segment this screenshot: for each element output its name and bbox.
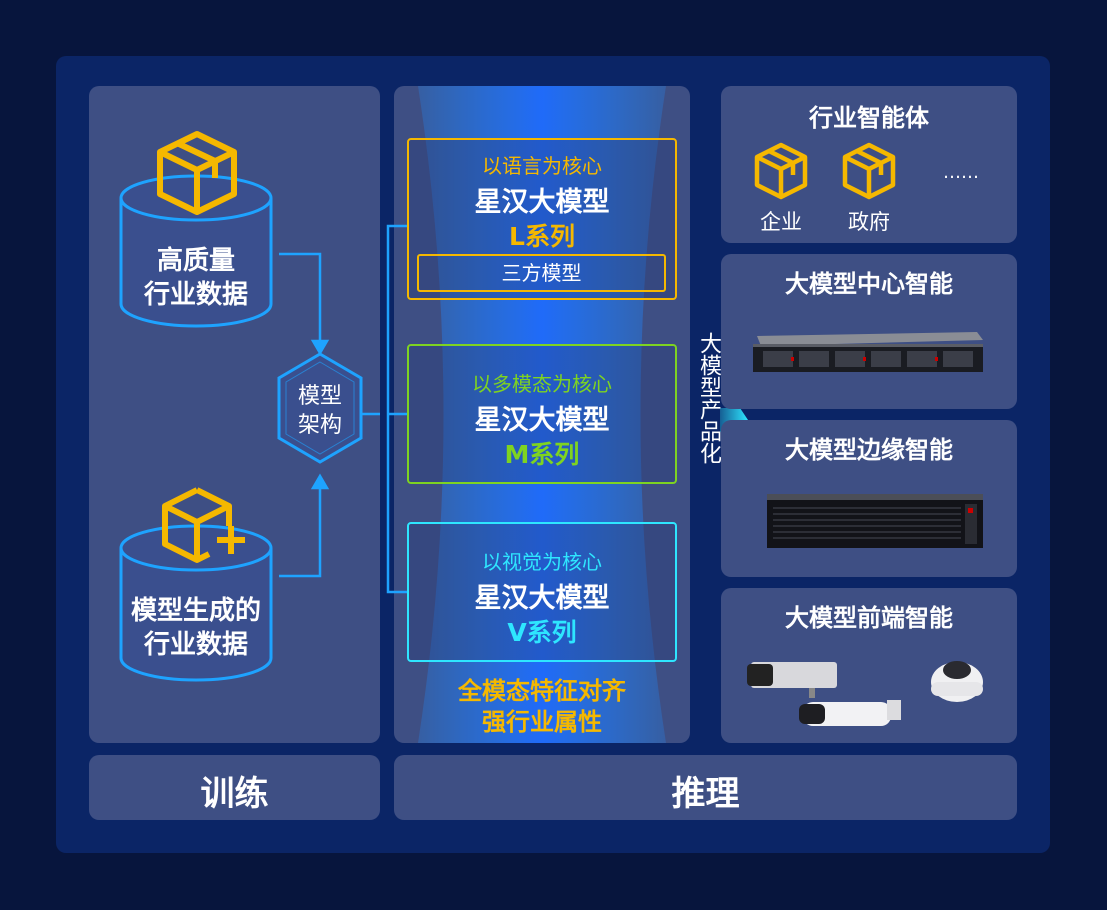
front-intelligence-title: 大模型前端智能 [785, 604, 953, 632]
agent-enterprise-label: 企业 [760, 210, 802, 234]
architecture-hexagon-icon [277, 352, 363, 464]
box-plus-icon [162, 487, 245, 563]
model-features-label: 全模态特征对齐 强行业属性 [458, 677, 626, 736]
edge-intelligence-panel: 大模型边缘智能 [721, 420, 1017, 577]
model-card-m: 以多模态为核心 星汉大模型 M系列 [407, 344, 677, 484]
cameras-icon [747, 661, 983, 726]
agents-more-label: …… [943, 162, 979, 183]
training-footer-label: 训练 [200, 774, 269, 814]
agents-panel: 行业智能体 企业 政府 …… [721, 86, 1017, 243]
funnel-glow [418, 86, 666, 743]
third-party-model-label: 三方模型 [501, 261, 582, 285]
box-icon [157, 131, 237, 215]
model-series: L系列 [509, 222, 575, 251]
edge-server-icon [767, 494, 983, 548]
model-subtitle: 以语言为核心 [482, 154, 602, 178]
source-generated-label: 模型生成的 行业数据 [130, 596, 261, 660]
model-series: M系列 [504, 440, 580, 469]
architecture-label: 模型 架构 [297, 384, 342, 438]
edge-intelligence-title: 大模型边缘智能 [785, 436, 953, 464]
inference-footer: 推理 [394, 755, 1017, 820]
training-footer: 训练 [89, 755, 380, 820]
model-name: 星汉大模型 [474, 405, 610, 436]
agents-title: 行业智能体 [809, 104, 929, 132]
training-graphics [119, 131, 380, 682]
agent-government-label: 政府 [848, 210, 890, 234]
model-name: 星汉大模型 [474, 583, 610, 614]
model-card-l: 以语言为核心 星汉大模型 L系列 三方模型 [407, 138, 677, 300]
source-real-label: 高质量 行业数据 [143, 246, 248, 310]
government-box-icon [842, 142, 896, 200]
productization-label: 大模型产品化 [696, 332, 721, 464]
model-subtitle: 以视觉为核心 [482, 550, 602, 574]
model-connectors [386, 224, 407, 594]
model-name: 星汉大模型 [474, 187, 610, 218]
enterprise-box-icon [754, 142, 808, 200]
inference-footer-label: 推理 [671, 774, 740, 814]
model-subtitle: 以多模态为核心 [472, 372, 612, 396]
model-series: V系列 [507, 618, 577, 647]
center-intelligence-panel: 大模型中心智能 [721, 254, 1017, 409]
flow-lines [279, 252, 380, 578]
center-intelligence-title: 大模型中心智能 [785, 270, 953, 298]
front-intelligence-panel: 大模型前端智能 [721, 588, 1017, 743]
rack-server-icon [753, 332, 983, 372]
database-icon [119, 524, 273, 682]
models-panel [394, 86, 690, 743]
third-party-model-box: 三方模型 [417, 254, 666, 292]
model-card-v: 以视觉为核心 星汉大模型 V系列 [407, 522, 677, 662]
